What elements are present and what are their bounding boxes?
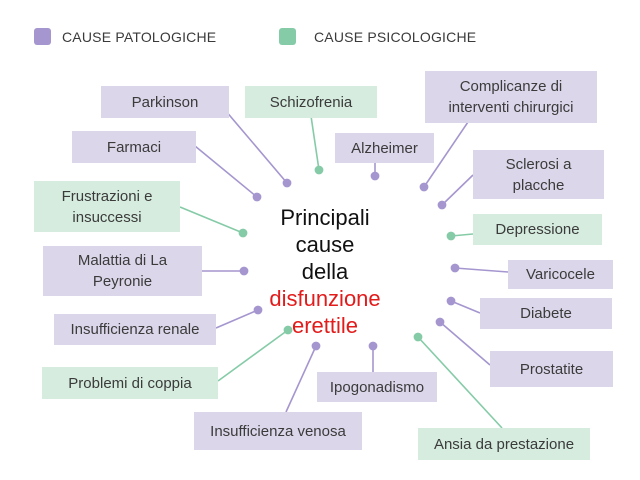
cause-box-insufficienza-venosa: Insufficienza venosa [194,412,362,450]
central-title-line-4: erettile [291,313,359,338]
cause-label-depressione: Depressione [495,221,580,238]
cause-box-parkinson: Parkinson [101,86,229,118]
cause-box-peyronie: Malattia di La Peyronie [43,246,202,296]
cause-box-schizofrenia: Schizofrenia [245,86,377,118]
cause-label-insufficienza-venosa: Insufficienza venosa [210,422,346,440]
cause-box-sclerosi: Sclerosi a placche [473,150,604,199]
cause-label-schizofrenia: Schizofrenia [269,93,353,111]
cause-label-varicocele: Varicocele [526,266,595,283]
cause-label-farmaci: Farmaci [106,138,162,156]
cause-label-alzheimer: Alzheimer [351,139,418,157]
legend-swatch-pathological [34,28,51,45]
cause-label-frustrazioni-line-1: Frustrazioni e [61,187,153,205]
central-title-line-3: disfunzione [269,286,381,311]
cause-box-diabete: Diabete [480,298,612,329]
cause-box-frustrazioni: Frustrazioni e insuccessi [34,181,180,232]
cause-box-prostatite: Prostatite [490,351,613,387]
cause-box-insufficienza-renale: Insufficienza renale [54,314,216,345]
cause-label-sclerosi-line-2: placche [512,176,565,194]
cause-label-parkinson: Parkinson [131,93,199,111]
central-title: Principali cause della disfunzione erett… [250,204,400,339]
cause-label-prostatite: Prostatite [519,360,584,378]
cause-box-alzheimer: Alzheimer [335,133,434,163]
cause-box-varicocele: Varicocele [508,260,613,289]
cause-box-depressione: Depressione [473,214,602,245]
cause-label-complicanze-line-1: Complicanze di [459,78,563,95]
cause-label-frustrazioni-line-2: insuccessi [72,208,142,226]
cause-label-diabete: Diabete [520,305,572,322]
cause-label-peyronie-line-1: Malattia di La [77,252,168,269]
cause-box-problemi-di-coppia: Problemi di coppia [42,367,218,399]
cause-box-farmaci: Farmaci [72,131,196,163]
central-title-line-1: Principali cause [280,205,370,257]
legend-label-psychological: CAUSE PSICOLOGICHE [314,29,477,45]
legend-label-pathological: CAUSE PATOLOGICHE [62,29,217,45]
cause-box-complicanze: Complicanze di interventi chirurgici [425,71,597,123]
cause-label-ipogonadismo: Ipogonadismo [329,378,425,396]
central-title-line-2: della [301,259,349,284]
cause-label-problemi-di-coppia: Problemi di coppia [68,374,192,392]
cause-label-ansia-da-prestazione: Ansia da prestazione [433,435,575,453]
cause-label-peyronie-line-2: Peyronie [92,273,153,290]
cause-box-ipogonadismo: Ipogonadismo [317,372,437,402]
cause-label-complicanze-line-2: interventi chirurgici [448,99,574,116]
cause-label-insufficienza-renale: Insufficienza renale [70,321,200,338]
cause-box-ansia-da-prestazione: Ansia da prestazione [418,428,590,460]
cause-label-sclerosi-line-1: Sclerosi a [505,155,572,173]
legend-swatch-psychological [279,28,296,45]
